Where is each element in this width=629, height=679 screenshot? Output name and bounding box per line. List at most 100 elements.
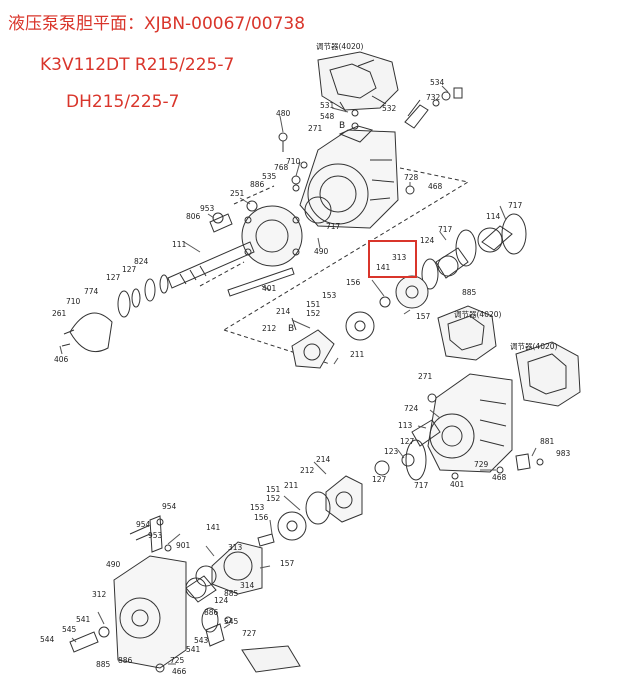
label-261: 261 [52,309,67,318]
label-983: 983 [556,449,571,458]
label-156b: 156 [254,513,269,522]
label-152b: 152 [266,494,281,503]
label-717x: 717 [326,222,341,231]
label-468b: 468 [492,473,507,482]
label-881: 881 [540,437,555,446]
highlight-box [368,240,417,278]
label-545a: 545 [62,625,77,634]
label-406: 406 [54,355,69,364]
label-545b: 545 [224,617,239,626]
label-885b: 885 [224,589,239,598]
label-717c: 717 [414,481,429,490]
part-labels: 调节器(4020) 调节器(4020) 调节器(4020) 534 732 53… [40,42,571,676]
label-152a: 152 [306,309,321,318]
label-806: 806 [186,212,201,221]
label-466: 466 [172,667,187,676]
label-127a: 127 [122,265,137,274]
label-531: 531 [320,101,335,110]
label-251: 251 [230,189,245,198]
label-541b: 541 [186,645,201,654]
label-401b: 401 [450,480,465,489]
leader-lines [59,85,537,665]
label-127d: 127 [372,475,387,484]
label-271b: 271 [418,372,433,381]
label-156a: 156 [346,278,361,287]
label-953a: 953 [200,204,215,213]
label-212a: 212 [262,324,277,333]
label-732a: 732 [426,93,441,102]
left-plate-top [61,312,113,352]
label-B-mid: B [288,324,294,334]
title-line-1: 液压泵泵胆平面：XJBN-00067/00738 [8,14,306,34]
label-824: 824 [134,257,149,266]
label-544: 544 [40,635,55,644]
label-157a: 157 [416,312,431,321]
label-535: 535 [262,172,277,181]
label-214b: 214 [316,455,331,464]
regulator-top-drawing [317,51,399,113]
label-B-top: B [339,121,345,131]
label-954a: 954 [162,502,177,511]
label-468a: 468 [428,182,443,191]
label-214a: 214 [276,307,291,316]
label-953b: 953 [148,531,163,540]
label-157b: 157 [280,559,295,568]
label-541a: 541 [76,615,91,624]
label-114: 114 [486,212,501,221]
label-725: 725 [170,656,185,665]
label-727: 727 [242,629,257,638]
flange-and-shaft-top [117,205,303,318]
label-141a: 141 [376,263,391,272]
cylinder-group-bottom [185,541,263,633]
label-728: 728 [404,173,419,182]
label-768: 768 [274,163,289,172]
label-886a: 886 [250,180,265,189]
label-211a: 211 [350,350,365,359]
pump-housing-mid [374,373,544,481]
label-113: 113 [398,421,413,430]
label-313b: 313 [228,543,243,552]
label-314: 314 [240,581,255,590]
label-151a: 151 [306,300,321,309]
label-211b: 211 [284,481,299,490]
swash-group-top [291,311,375,369]
bearing-group-top [379,213,527,309]
label-724: 724 [404,404,419,413]
label-490b: 490 [106,560,121,569]
label-153b: 153 [250,503,265,512]
label-886c: 886 [118,656,133,665]
label-271a: 271 [308,124,323,133]
label-123: 123 [384,447,399,456]
label-141b: 141 [206,523,221,532]
label-543: 543 [194,636,209,645]
label-710b: 710 [66,297,81,306]
label-532: 532 [382,104,397,113]
label-regulator-right: 调节器(4020) [510,342,558,351]
label-534: 534 [430,78,445,87]
label-729: 729 [474,460,489,469]
swash-group-mid [257,475,363,547]
label-717b: 717 [438,225,453,234]
label-312: 312 [92,590,107,599]
pump-housing-bottom [69,515,301,673]
label-490a: 490 [314,247,329,256]
label-885a: 885 [462,288,477,297]
label-710: 710 [286,157,301,166]
label-313a: 313 [392,253,407,262]
label-124a: 124 [420,236,435,245]
label-480a: 480 [276,109,291,118]
pump-housing-top [299,125,399,229]
label-127c: 127 [400,437,415,446]
label-regulator-mid: 调节器(4020) [454,310,502,319]
label-774: 774 [84,287,99,296]
label-901: 901 [176,541,191,550]
label-886b: 886 [204,608,219,617]
label-401a: 401 [262,284,277,293]
label-548: 548 [320,112,335,121]
label-212b: 212 [300,466,315,475]
label-111: 111 [172,240,187,249]
label-151b: 151 [266,485,281,494]
regulator-mid-drawing [437,305,581,407]
title-line-3: DH215/225-7 [66,92,180,112]
